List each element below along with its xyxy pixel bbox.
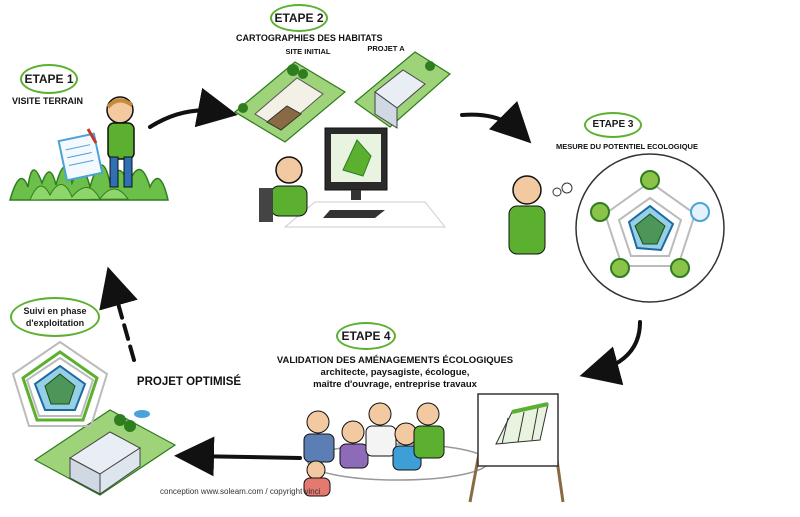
- habitat-maps-illustration: [233, 51, 451, 228]
- etape2-title: ETAPE 2: [274, 11, 324, 25]
- arrow-1-to-2: [148, 87, 238, 129]
- meeting-illustration: [303, 393, 565, 503]
- etape3-title: ETAPE 3: [592, 119, 634, 130]
- map2-label: PROJET A: [367, 44, 405, 53]
- suivi-line1: Suivi en phase: [23, 306, 87, 316]
- etape1-title: ETAPE 1: [24, 72, 74, 86]
- etape4-subtitle: VALIDATION DES AMÉNAGEMENTS ÉCOLOGIQUES: [276, 355, 514, 366]
- credit-text: conception www.soleam.com / copyright vi…: [160, 487, 321, 496]
- suivi-badge: Suivi en phase d'exploitation: [10, 297, 100, 337]
- arrow-4-to-projet: [174, 436, 302, 477]
- etape4-line1: architecte, paysagiste, écologue,: [320, 367, 470, 378]
- ecological-potential-illustration: [508, 153, 725, 303]
- map1-label: SITE INITIAL: [285, 47, 331, 56]
- etape4-title: ETAPE 4: [341, 329, 391, 343]
- etape1-badge: ETAPE 1: [20, 64, 78, 94]
- etape3-subtitle: MESURE DU POTENTIEL ECOLOGIQUE: [556, 142, 698, 151]
- etape3-badge: ETAPE 3: [584, 112, 642, 138]
- etape2-subtitle: CARTOGRAPHIES DES HABITATS: [236, 33, 383, 43]
- etape4-badge: ETAPE 4: [336, 322, 396, 350]
- monitoring-radar-illustration: [11, 340, 109, 427]
- suivi-line2: d'exploitation: [25, 318, 85, 328]
- field-visit-illustration: [9, 96, 169, 201]
- etape2-badge: ETAPE 2: [270, 4, 328, 32]
- projet-optimise-label: PROJET OPTIMISÉ: [136, 376, 242, 388]
- optimized-project-illustration: [33, 409, 177, 496]
- arrow-3-to-4: [579, 320, 642, 386]
- etape4-line2: maître d'ouvrage, entreprise travaux: [313, 379, 477, 390]
- etape4-text: VALIDATION DES AMÉNAGEMENTS ÉCOLOGIQUES …: [270, 355, 520, 391]
- arrow-projet-to-1: [99, 266, 138, 362]
- arrow-2-to-3: [460, 100, 532, 144]
- etape1-subtitle: VISITE TERRAIN: [12, 96, 84, 106]
